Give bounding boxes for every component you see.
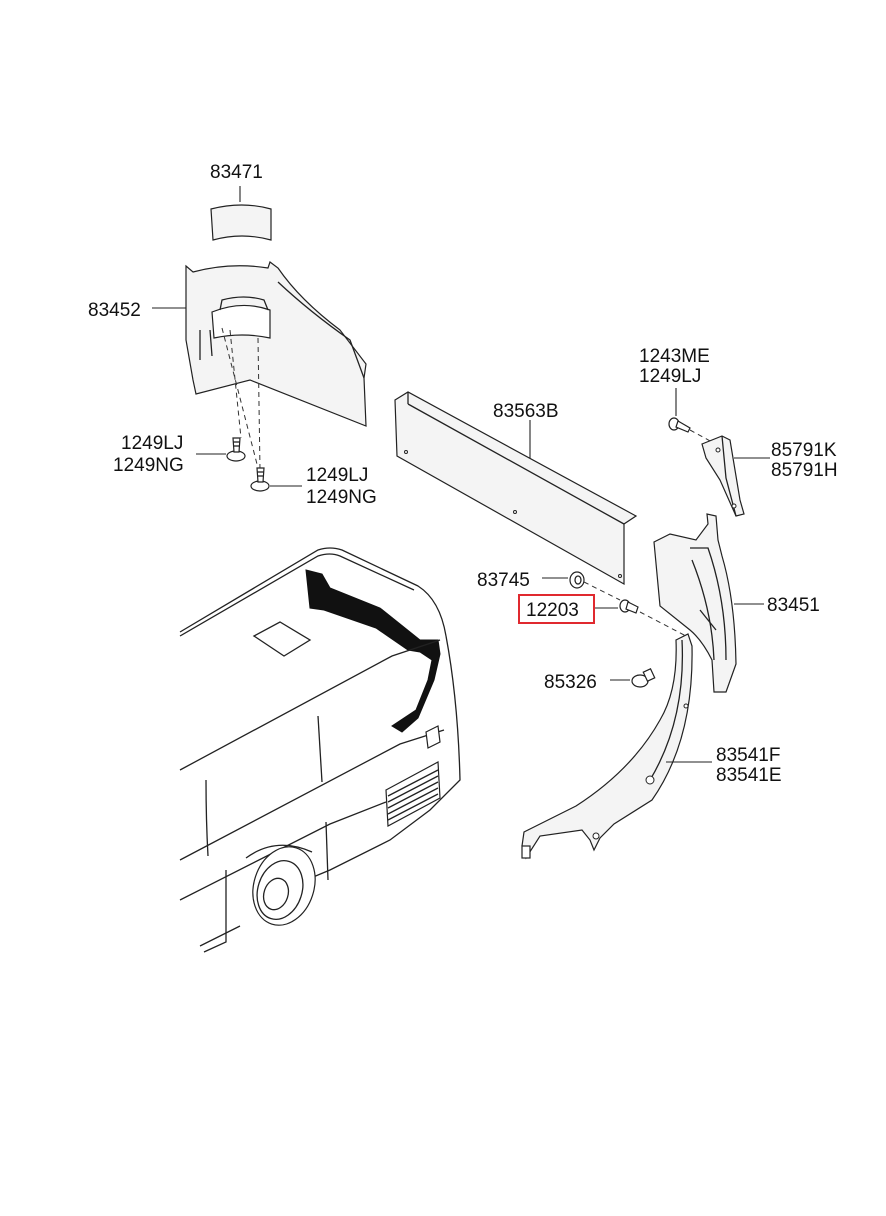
screw-1249-b[interactable] [250, 467, 270, 492]
label-1249LJ-b: 1249LJ [306, 465, 368, 486]
grommet-83745[interactable] [569, 571, 585, 589]
label-83452: 83452 [88, 300, 141, 321]
part-83451[interactable] [653, 513, 737, 693]
bolt-1243ME[interactable] [668, 417, 691, 433]
label-1249NG-a: 1249NG [113, 455, 184, 476]
label-1249LJ-a: 1249LJ [121, 433, 183, 454]
label-83541E: 83541E [716, 765, 782, 786]
label-1243ME: 1243ME [639, 346, 710, 367]
part-83452[interactable] [185, 261, 367, 427]
label-83745: 83745 [477, 570, 530, 591]
label-1249LJ-c: 1249LJ [639, 366, 701, 387]
label-85791H: 85791H [771, 460, 838, 481]
label-83471: 83471 [210, 162, 263, 183]
label-85791K: 85791K [771, 440, 837, 461]
label-1249NG-b: 1249NG [306, 487, 377, 508]
screw-12203[interactable] [619, 599, 639, 614]
label-83563B: 83563B [493, 401, 559, 422]
label-83451: 83451 [767, 595, 820, 616]
part-85791[interactable] [701, 435, 745, 517]
screw-1249-a[interactable] [226, 437, 246, 462]
highlight-box-12203 [518, 594, 595, 624]
label-12203: 12203 [526, 600, 579, 621]
part-83541[interactable] [521, 633, 693, 860]
part-83563B[interactable] [394, 391, 638, 586]
vehicle-illustration [179, 547, 461, 953]
clip-85326[interactable] [631, 667, 656, 688]
part-83471[interactable] [210, 204, 272, 241]
label-85326: 85326 [544, 672, 597, 693]
label-83541F: 83541F [716, 745, 780, 766]
